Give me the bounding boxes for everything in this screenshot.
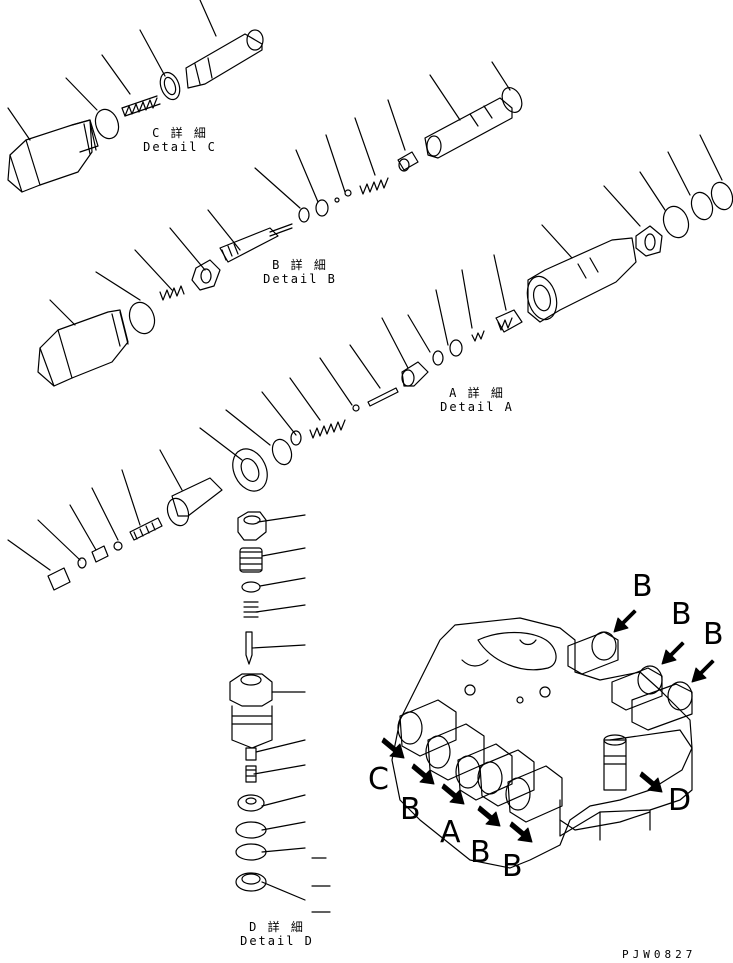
sleeve-b: [424, 97, 513, 159]
detail-c-jp: C 詳 細: [152, 126, 208, 140]
spring-c: [121, 95, 161, 117]
detail-c-en: Detail C: [143, 140, 217, 154]
valve-body-a: [526, 237, 637, 323]
detail-d-caption: D 詳 細 Detail D: [232, 920, 322, 948]
view-letter-b: B: [632, 569, 653, 604]
large-washer-a: [232, 448, 268, 492]
ring-b1: [501, 87, 523, 113]
view-letter-b: B: [470, 835, 491, 870]
detail-b-jp: B 詳 細: [272, 258, 328, 272]
cartridge-upper-2: [611, 665, 663, 711]
relief-valve-d: [603, 734, 627, 791]
nut-a: [635, 225, 663, 257]
washer-c: [159, 71, 181, 101]
cartridge-front-2: [425, 723, 485, 781]
arrow-b-low2: [509, 821, 533, 843]
detail-c-caption: C 詳 細 Detail C: [135, 126, 225, 154]
arrow-b-left: [411, 763, 435, 785]
arrow-a: [441, 783, 465, 805]
arrow-c: [381, 737, 405, 759]
view-letter-c: C: [368, 762, 389, 797]
cartridge-front-1: [397, 699, 457, 757]
plug-a: [166, 477, 223, 527]
arrow-b-low1: [477, 805, 501, 827]
view-letter-b: B: [703, 617, 724, 652]
o-ring-c: [94, 108, 120, 140]
detail-a-en: Detail A: [440, 400, 514, 414]
hex-cap-nut-c: [7, 119, 99, 193]
view-letter-a: A: [440, 815, 461, 850]
view-letter-b: B: [502, 849, 523, 884]
drawing-code: PJW0827: [622, 948, 697, 961]
detail-d-en: Detail D: [240, 934, 314, 948]
plug-c: [185, 29, 264, 89]
detail-b-assembly: [37, 61, 523, 387]
poppet-b: [219, 223, 293, 263]
detail-d-assembly: [229, 511, 331, 913]
cap-a: [401, 361, 429, 387]
o-ring-b: [315, 199, 329, 217]
arrow-b-right: [691, 659, 715, 683]
nut-b: [191, 259, 221, 291]
o-ring-b2: [128, 301, 156, 335]
detail-a-assembly: [7, 134, 733, 591]
detail-a-caption: A 詳 細 Detail A: [432, 386, 522, 414]
detail-b-caption: B 詳 細 Detail B: [255, 258, 345, 286]
detail-b-en: Detail B: [263, 272, 337, 286]
arrow-b-top: [613, 609, 637, 633]
arrow-d: [639, 771, 663, 793]
collar-b: [397, 151, 419, 171]
cartridge-upper-3: [631, 681, 693, 731]
ball-b: [344, 189, 352, 197]
detail-d-jp: D 詳 細: [249, 920, 305, 934]
cartridge-front-4: [477, 749, 535, 807]
view-letter-b: B: [671, 597, 692, 632]
detail-c-assembly: [7, 0, 264, 193]
cartridge-front-5: [505, 765, 563, 823]
detail-a-jp: A 詳 細: [449, 386, 505, 400]
arrow-b-mid: [661, 641, 685, 665]
cartridge-upper-1: [567, 631, 619, 675]
valve-body-d: [229, 673, 273, 749]
hex-cap-nut-b: [37, 309, 129, 387]
view-letter-d: D: [668, 783, 692, 818]
control-valve-assembly: [381, 609, 715, 869]
spring-b: [359, 177, 389, 195]
view-letter-b: B: [400, 792, 421, 827]
